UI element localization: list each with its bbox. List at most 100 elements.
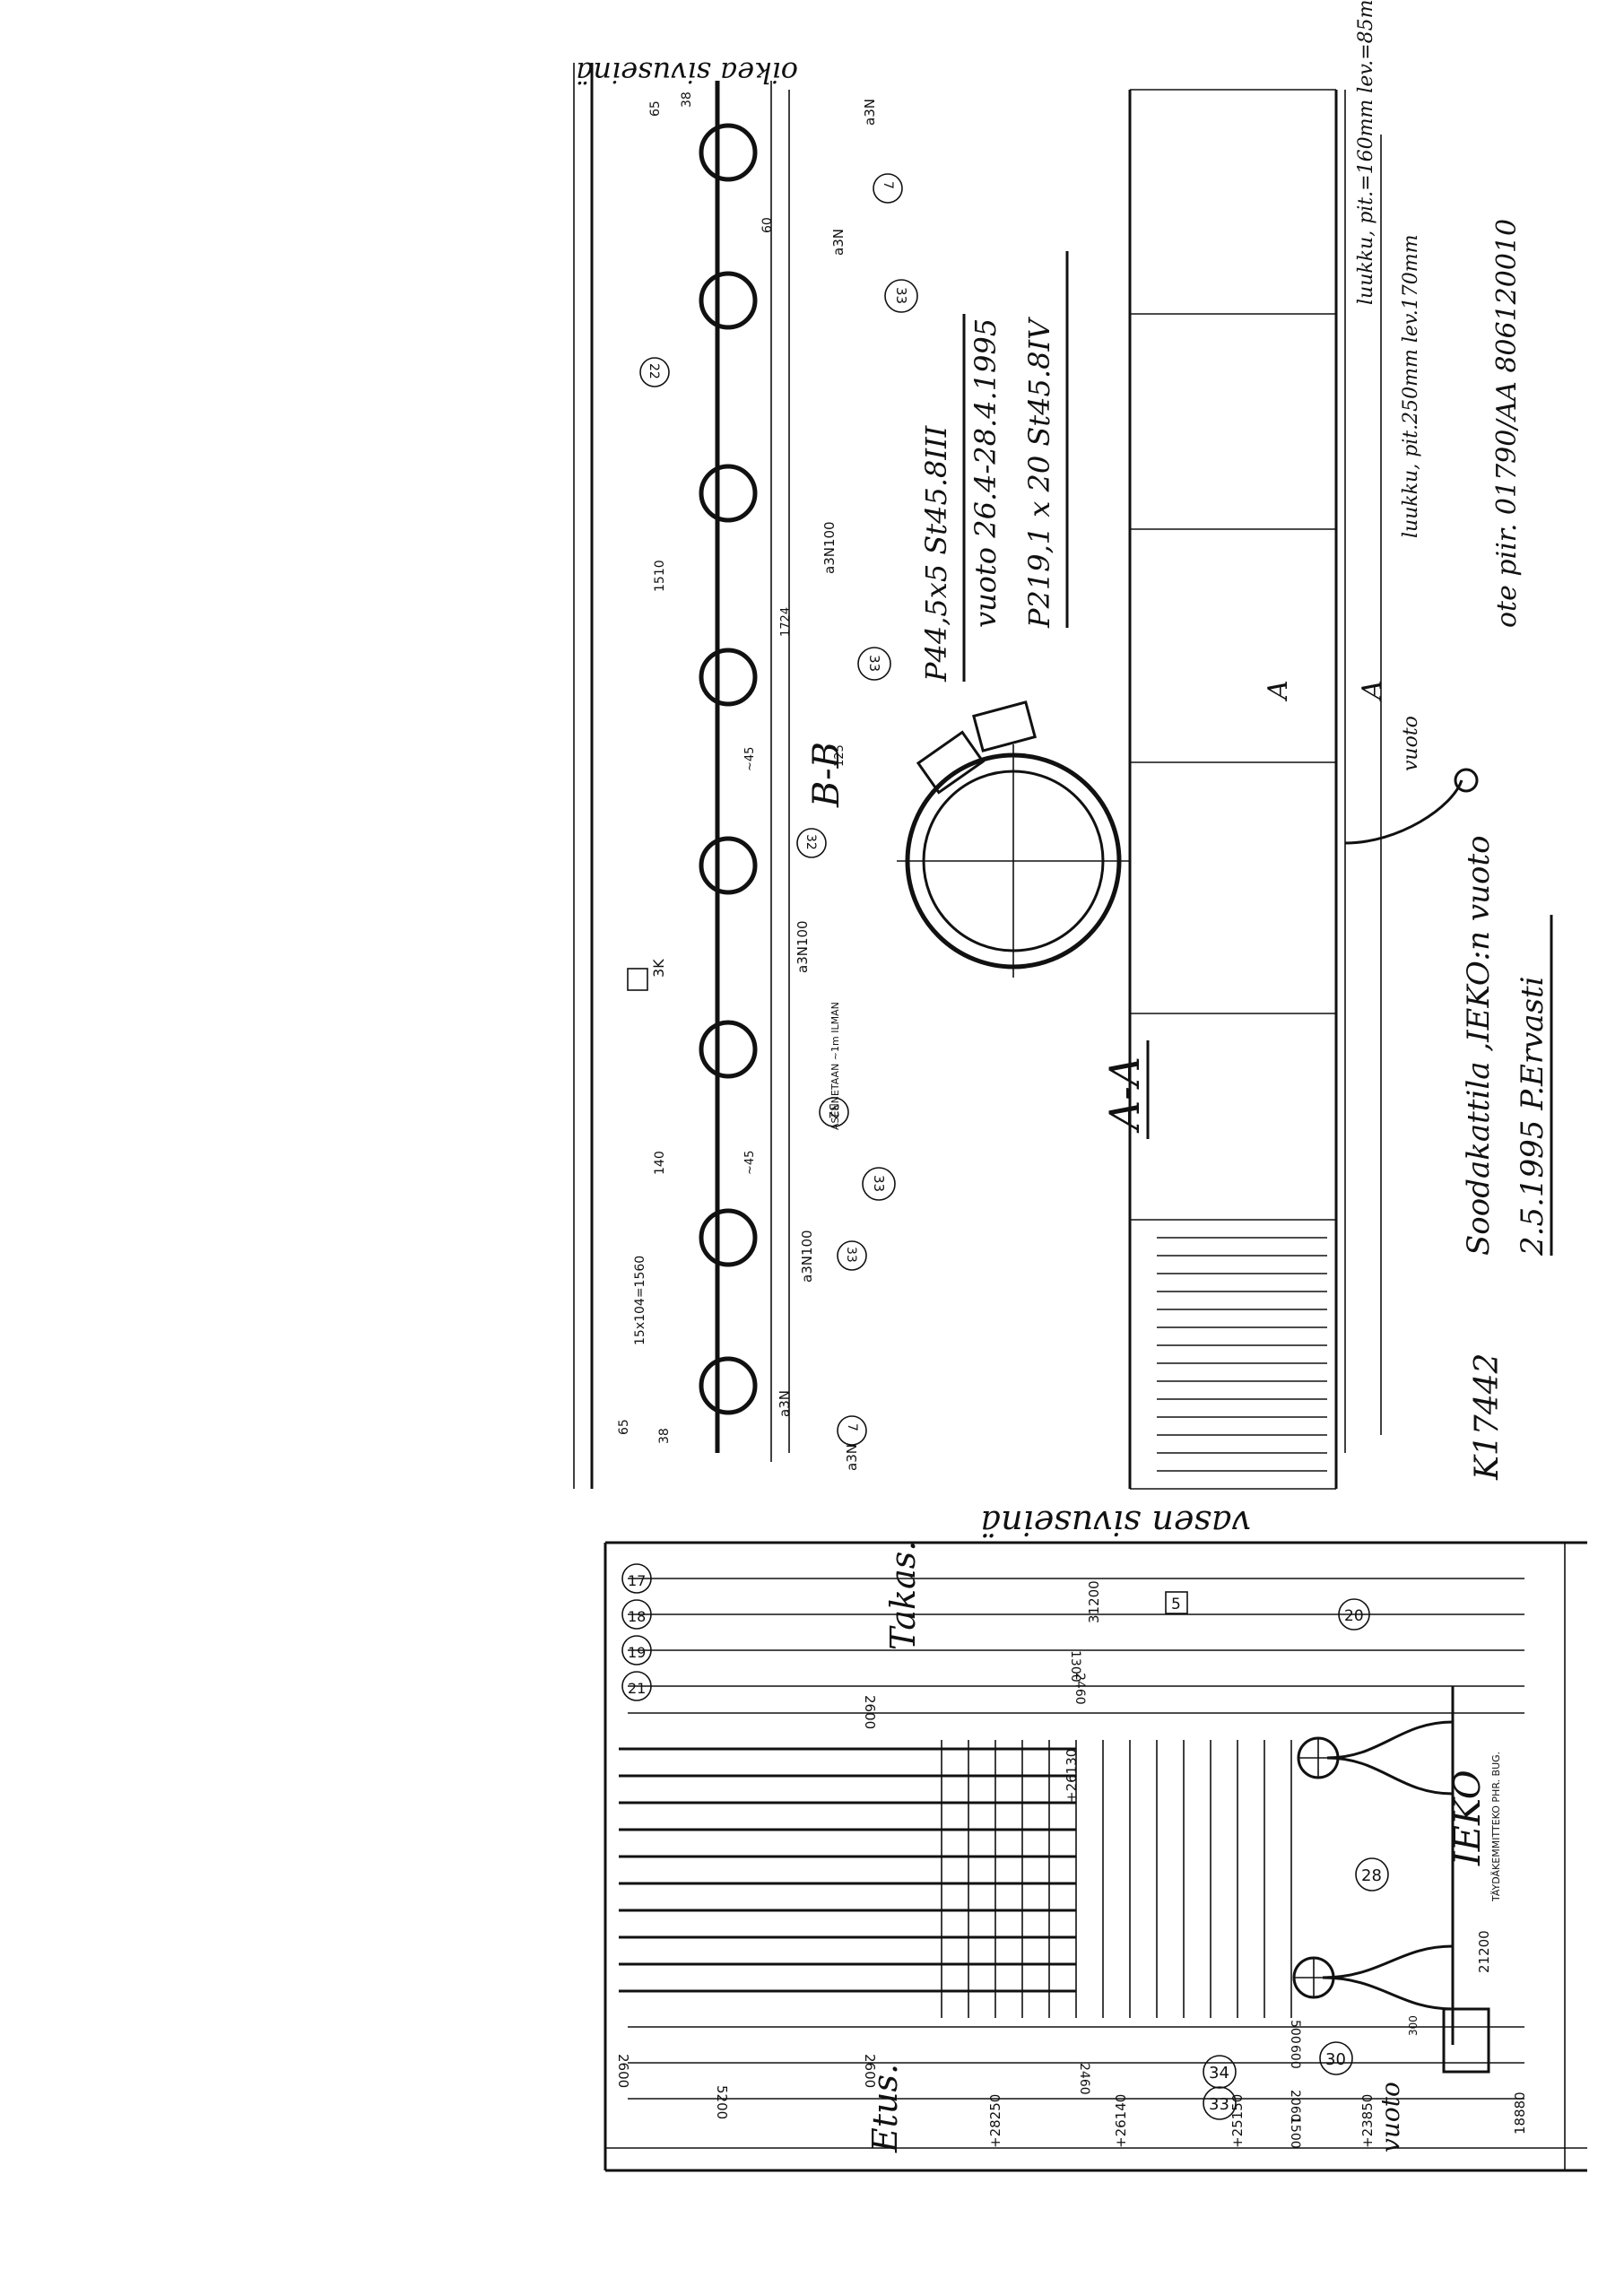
up-dim-1: 65 — [648, 100, 663, 117]
wall-labels: oikea sivuseinä vasen sivuseinä — [576, 56, 1251, 1543]
pipe-large-label: P219,1 x 20 St45.8IV — [1022, 317, 1056, 629]
dim-5: 2460 — [1077, 2063, 1091, 2095]
up-callout-32a: 32 — [803, 834, 818, 850]
lower-vuoto: vuoto — [1376, 2082, 1405, 2152]
ieko-sub: TÄYDÄKEMMITTEKO PHR. BUG. — [1490, 1752, 1502, 1902]
pipe-annotations: P44,5x5 St45.8III vuoto 26.4-28.4.1995 P… — [919, 251, 1069, 683]
title-label: Soodakattila ,IEKO:n vuoto — [1461, 835, 1497, 1256]
up-dim-8: 15x104=1560 — [633, 1256, 647, 1345]
up-dim-6: 1510 — [653, 560, 667, 592]
lower-headers — [1292, 1686, 1490, 2074]
level-5: 18880 — [1512, 2092, 1528, 2135]
level-8: 21200 — [1476, 1930, 1492, 1973]
up-note-9: 3K — [650, 959, 667, 978]
section-aa: A-A B-B — [806, 700, 1150, 1139]
leak-period-label: vuoto 26.4-28.4.1995 — [968, 318, 1003, 628]
callout-17: 17 — [628, 1572, 646, 1589]
up-note-3: a3N100 — [799, 1230, 815, 1283]
dim-2: 2600 — [862, 2054, 878, 2088]
date-signature: 2.5.1995 P.Ervasti — [1515, 976, 1550, 1257]
up-callout-7b: 7 — [845, 1423, 859, 1431]
callout-19: 19 — [628, 1644, 646, 1661]
elevation-panels: A A vuoto — [1128, 89, 1479, 1490]
up-dim-5: 60 — [760, 217, 775, 233]
level-4: +23850 — [1359, 2094, 1376, 2148]
dim-7: 1300 — [1068, 1650, 1082, 1683]
callout-28: 28 — [1361, 1866, 1382, 1885]
hatch-1-label: luukku, pit.=160mm lev.=85mm — [1355, 0, 1377, 305]
callout-33-lower: 33 — [1209, 2095, 1229, 2114]
lower-labels: Etus. Takas. IEKO TÄYDÄKEMMITTEKO PHR. B… — [865, 1541, 1502, 2153]
up-note-2: a3N100 — [795, 920, 811, 973]
level-7: 31200 — [1086, 1580, 1102, 1623]
front-label: Etus. — [865, 2064, 905, 2153]
dim-10: 1500 — [1288, 2117, 1302, 2149]
up-callout-33b: 33 — [866, 655, 882, 672]
up-note-5: a3N — [844, 1444, 860, 1471]
ieko-label: IEKO — [1447, 1770, 1489, 1866]
lower-callouts: 17 18 19 21 20 28 30 33 34 5 — [621, 1563, 1389, 2120]
callout-30: 30 — [1325, 2050, 1346, 2069]
title-block: ote piir. 01790/AA 806120010 Soodakattil… — [1461, 219, 1553, 1481]
up-callout-33d: 33 — [844, 1247, 858, 1263]
level-6: +26130 — [1064, 1749, 1080, 1803]
dim-9: 500 — [1288, 2020, 1302, 2044]
drawing-no: K17442 — [1469, 1353, 1506, 1481]
dim-4: 5200 — [714, 2085, 730, 2119]
upper-tube-row — [699, 81, 790, 1462]
section-aa-label: A-A — [1100, 1057, 1149, 1134]
upper-notes: a3N100 a3N100 a3N100 a3N a3N a3N a3N ASE… — [627, 99, 878, 1471]
section-marker-a2: A — [1357, 680, 1388, 702]
callout-34: 34 — [1209, 2064, 1229, 2083]
right-wall-label: oikea sivuseinä — [576, 56, 798, 90]
lower-dims: 2600 2600 2600 5200 2460 2460 1300 600 5… — [615, 1650, 1420, 2149]
up-dim-11: ~45 — [743, 747, 757, 771]
callout-21: 21 — [628, 1680, 646, 1697]
callout-20: 20 — [1344, 1607, 1364, 1625]
up-note-7: a3N — [777, 1390, 793, 1417]
elevation-vuoto-label: vuoto — [1400, 716, 1422, 771]
up-note-1: a3N100 — [821, 521, 838, 574]
lower-levels: +28250 +26140 +25150 +23850 18880 +26130… — [987, 1580, 1528, 2148]
left-wall-label: vasen sivuseinä — [980, 1503, 1251, 1543]
dim-3: 2600 — [862, 1695, 878, 1729]
dim-8: 600 — [1288, 2045, 1302, 2069]
up-dim-7: 140 — [653, 1151, 667, 1175]
level-3: +25150 — [1229, 2094, 1246, 2148]
dim-12: 300 — [1407, 2015, 1420, 2036]
callout-5: 5 — [1171, 1596, 1181, 1613]
up-callout-7a: 7 — [881, 181, 895, 189]
up-note-4: a3N — [830, 229, 847, 256]
section-bb-label: B-B — [806, 742, 847, 808]
pipe-small-label: P44,5x5 St45.8III — [919, 424, 953, 683]
up-dim-2: 38 — [680, 91, 694, 108]
up-callout-33a: 33 — [893, 287, 909, 304]
up-dim-12: ~45 — [743, 1151, 757, 1175]
up-callout-22: 22 — [647, 363, 661, 379]
level-1: +28250 — [987, 2094, 1003, 2148]
upper-callouts: 33 33 33 32 32 22 7 7 33 — [639, 173, 918, 1446]
reference-label: ote piir. 01790/AA 806120010 — [1491, 219, 1523, 628]
up-note-8: ASENNETAAN ~1m ILMAN — [829, 1002, 841, 1130]
up-dim-3: 65 — [617, 1419, 631, 1435]
up-dim-9: 125 — [833, 744, 847, 767]
lower-level-lines — [628, 1578, 1524, 2100]
upper-frame — [573, 63, 594, 1489]
hatch-notes: luukku, pit.=160mm lev.=85mm luukku, pit… — [1355, 0, 1422, 538]
callout-18: 18 — [628, 1608, 646, 1625]
dim-1: 2600 — [615, 2054, 631, 2088]
up-dim-10: 1724 — [779, 607, 793, 637]
up-dim-4: 38 — [657, 1428, 672, 1444]
back-label: Takas. — [883, 1541, 923, 1650]
dim-11: 2060 — [1288, 2090, 1302, 2122]
dim-6: 2460 — [1073, 1673, 1087, 1705]
lower-view-frame — [604, 1541, 1587, 2172]
upper-dims: 65 38 65 38 60 1510 140 15x104=1560 125 … — [617, 91, 847, 1444]
up-note-6: a3N — [862, 99, 878, 126]
up-callout-32b: 32 — [826, 1103, 840, 1119]
hatch-2-label: luukku, pit.250mm lev.170mm — [1400, 235, 1422, 538]
up-callout-33c: 33 — [871, 1175, 887, 1192]
level-2: +26140 — [1113, 2094, 1129, 2148]
lower-wall-tubes — [619, 1740, 1292, 2018]
